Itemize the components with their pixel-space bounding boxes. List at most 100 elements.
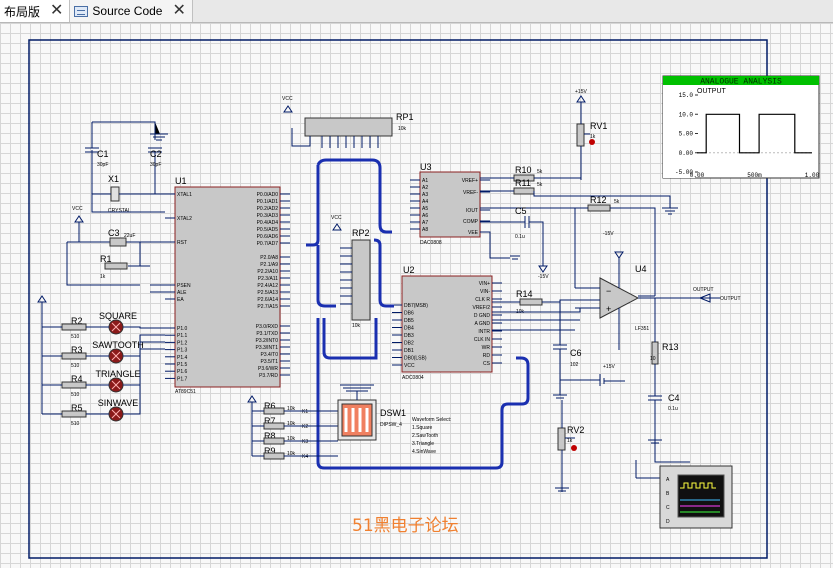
resistor-r1[interactable]: R1 1k	[100, 254, 128, 280]
dipswitch-dsw1[interactable]: DSW1 DIPSW_4	[337, 384, 406, 441]
resistor-r12[interactable]: R12 5k	[587, 195, 620, 212]
close-icon[interactable]: ✕	[50, 2, 64, 19]
capacitor-c5[interactable]: C5 0.1u	[480, 206, 544, 248]
analogue-analysis-graph[interactable]: ANALOGUE ANALYSIS OUTPUT 15.010.05.000.0…	[662, 75, 820, 179]
rpack-rp1[interactable]: RP1 10k	[291, 112, 414, 148]
capacitor-c4[interactable]: C4 0.1u	[648, 393, 680, 444]
dac-pin-label: A4	[422, 199, 428, 205]
tab-schematic[interactable]: 布局版 ✕	[0, 0, 71, 22]
dac-pin-label: VREF+	[462, 178, 478, 184]
led-wire	[42, 326, 165, 329]
adc-ref: U2	[403, 265, 415, 275]
watermark: 51黑电子论坛	[352, 516, 459, 536]
adc-pin-label: DB7(MSB)	[404, 303, 428, 309]
mcu-pin-label: P2.0/A8	[260, 255, 278, 261]
dsw1-ref: DSW1	[380, 408, 406, 418]
tab-source-code[interactable]: Source Code ✕	[70, 0, 193, 22]
adc-pin-label: DB3	[404, 333, 414, 339]
mcu-pin-label: P2.3/A11	[258, 276, 278, 282]
r11-value: 5k	[537, 182, 543, 188]
led-cross	[111, 351, 121, 361]
r10-ref: R10	[515, 165, 532, 175]
key-resistor[interactable]	[263, 437, 285, 445]
resistor-r13[interactable]: R13 10	[650, 298, 679, 396]
dsw1-part: DIPSW_4	[380, 422, 402, 428]
rpack-rp2[interactable]: RP2 10k	[340, 228, 371, 329]
mcu-u1[interactable]: U1 AT89C51 XTAL1XTAL2RSTPSENALEEAP1.0P1.…	[165, 176, 290, 395]
analysis-title: ANALOGUE ANALYSIS	[700, 78, 782, 87]
opamp-u4[interactable]: − + U4 LF351 -15V +15V	[575, 231, 700, 370]
mcu-pin-label: P1.3	[177, 348, 188, 354]
mcu-pin-label: P2.4/A12	[257, 283, 278, 289]
dac-pin-label: A2	[422, 185, 428, 191]
mcu-pin-label: P1.7	[177, 376, 188, 382]
pos15-label-2: +15V	[603, 364, 615, 370]
rp1-value: 10k	[398, 126, 407, 132]
led-resistor[interactable]	[61, 352, 87, 360]
key-resistor-value: 10k	[287, 406, 296, 412]
led-resistor[interactable]	[61, 381, 87, 389]
led-label: TRIANGLE	[95, 369, 140, 379]
y-tick-label: 5.00	[679, 131, 694, 138]
r14-ref: R14	[516, 289, 533, 299]
resistor-r11[interactable]: R11 5k	[513, 178, 543, 195]
key-resistor[interactable]	[263, 407, 285, 415]
x-tick-label: 500m	[747, 172, 762, 179]
crystal-x1[interactable]: X1 CRYSTAL	[91, 150, 165, 214]
dac-pin-label: VREF-	[463, 190, 478, 196]
led-cross	[111, 409, 121, 419]
adc-u2[interactable]: U2 ADC0804 DB7(MSB)DB6DB5DB4DB3DB2DB1DB0…	[392, 265, 502, 381]
led-resistor[interactable]	[61, 323, 87, 331]
note-line-1: 1.Square	[412, 425, 433, 431]
pot-rv1[interactable]: RV1 1k	[576, 102, 607, 180]
dac-pin-label: IOUT	[466, 208, 478, 214]
schematic-svg[interactable]: U1 AT89C51 XTAL1XTAL2RSTPSENALEEAP1.0P1.…	[0, 23, 833, 568]
note-line-3: 3.Triangle	[412, 441, 434, 447]
adc-pin-label: A GND	[474, 321, 490, 327]
oscilloscope[interactable]: A B C D	[635, 440, 733, 529]
scope-ch-c: C	[666, 505, 670, 511]
mcu-right-pins: P0.0/AD0P0.1/AD1P0.2/AD2P0.3/AD3P0.4/AD4…	[255, 192, 290, 379]
capacitor-c3[interactable]: C3 22uF	[108, 228, 135, 247]
close-icon[interactable]: ✕	[172, 2, 186, 19]
mcu-pin-label: P1.1	[177, 333, 188, 339]
resistor-r14[interactable]: R14 10k	[492, 289, 600, 331]
note-line-2: 2.SawTooth	[412, 433, 438, 439]
led-resistor-value: 510	[71, 363, 80, 369]
key-resistor[interactable]	[263, 422, 285, 430]
mcu-pin-label: P2.6/A14	[257, 297, 278, 303]
rp2-ref: RP2	[352, 228, 370, 238]
mcu-pin-label: P3.1/TXD	[256, 331, 278, 337]
capacitor-c2[interactable]: C2 30pF	[92, 121, 162, 194]
adc-pin-label: INTR	[478, 329, 490, 335]
dac-pin-label: A8	[422, 227, 428, 233]
led-resistor[interactable]	[61, 410, 87, 418]
led-group: R2510SQUARER3510SAWTOOTHR4510TRIANGLER55…	[37, 295, 165, 427]
series-output-line	[697, 113, 812, 154]
capacitor-c1[interactable]: C1 30pF	[85, 122, 109, 212]
mcu-pin-label: P2.1/A9	[260, 262, 278, 268]
ground-symbol	[150, 133, 168, 141]
mcu-pin-label: P3.4/T0	[260, 352, 278, 358]
key-resistor[interactable]	[263, 452, 285, 460]
r13-ref: R13	[662, 342, 679, 352]
adc-pin-label: CLK IN	[474, 337, 491, 343]
scope-ch-d: D	[666, 519, 670, 525]
opamp-plus: +	[606, 304, 611, 314]
pot-rv2[interactable]: RV2 1k	[555, 400, 584, 492]
adc-pin-label: VREF/2	[472, 305, 490, 311]
c1-ref: C1	[97, 149, 109, 159]
mcu-pin-label: P3.3/INT1	[255, 345, 278, 351]
tab-label: 布局版	[4, 4, 41, 19]
key-resistor-value: 10k	[287, 451, 296, 457]
adc-pin-label: DB1	[404, 348, 414, 354]
rv2-value: 1k	[567, 438, 573, 444]
mcu-pin-label: P0.0/AD0	[257, 192, 279, 198]
led-resistor-ref: R5	[71, 403, 83, 413]
capacitor-c6[interactable]: C6 102	[553, 302, 582, 399]
